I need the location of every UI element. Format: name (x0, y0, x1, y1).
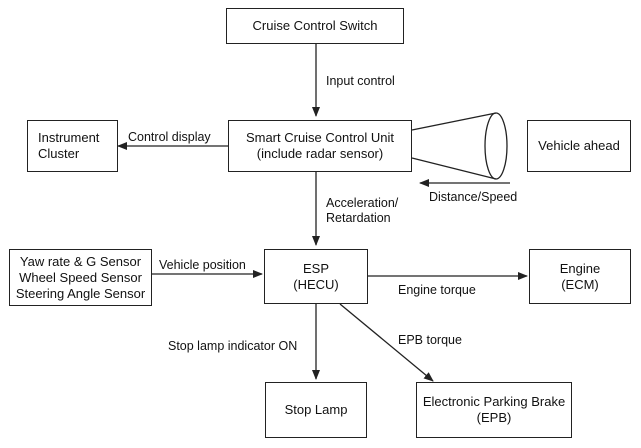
smart-cruise-control-unit-label: Smart Cruise Control Unit (include radar… (245, 130, 395, 161)
distance-speed-label: Distance/Speed (429, 190, 518, 204)
vehicle-ahead-box: Vehicle ahead (527, 120, 631, 172)
sensors-box: Yaw rate & G Sensor Wheel Speed Sensor S… (9, 249, 152, 306)
stop-lamp-box: Stop Lamp (265, 382, 367, 438)
control-display-label: Control display (128, 130, 211, 144)
electronic-parking-brake-box: Electronic Parking Brake (EPB) (416, 382, 572, 438)
esp-hecu-box: ESP (HECU) (264, 249, 368, 304)
radar-beam-bottom (411, 157, 497, 180)
instrument-cluster-box: Instrument Cluster (27, 120, 118, 172)
vehicle-position-label: Vehicle position (159, 258, 246, 272)
engine-ecm-label: Engine (ECM) (559, 260, 601, 292)
cruise-control-switch-label: Cruise Control Switch (252, 18, 378, 33)
cruise-control-switch-box: Cruise Control Switch (226, 8, 404, 44)
vehicle-ahead-label: Vehicle ahead (538, 138, 620, 153)
acceleration-retardation-label: Acceleration/ Retardation (326, 196, 399, 225)
esp-hecu-label: ESP (HECU) (293, 260, 339, 292)
radar-beam-ellipse (484, 112, 508, 180)
epb-torque-label: EPB torque (398, 333, 462, 347)
instrument-cluster-label: Instrument Cluster (38, 130, 100, 161)
electronic-parking-brake-label: Electronic Parking Brake (EPB) (422, 394, 566, 425)
stop-lamp-indicator-label: Stop lamp indicator ON (168, 339, 298, 353)
engine-torque-label: Engine torque (398, 283, 476, 297)
engine-ecm-box: Engine (ECM) (529, 249, 631, 304)
arrow-esp-to-epb (339, 303, 434, 382)
radar-beam-top (411, 112, 497, 131)
input-control-label: Input control (326, 74, 395, 88)
sensors-label: Yaw rate & G Sensor Wheel Speed Sensor S… (15, 253, 146, 301)
smart-cruise-control-unit-box: Smart Cruise Control Unit (include radar… (228, 120, 412, 172)
stop-lamp-label: Stop Lamp (284, 402, 348, 417)
